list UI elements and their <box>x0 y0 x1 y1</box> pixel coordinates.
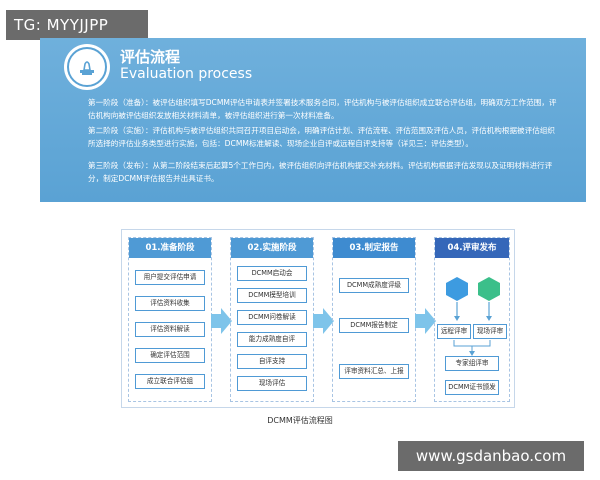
flow-arrow-icon <box>415 308 436 334</box>
hexagon-green-icon <box>478 277 500 301</box>
flow-arrow-icon <box>313 308 334 334</box>
stage-header: 03.制定报告 <box>333 238 415 258</box>
step-box: 自评支持 <box>237 354 307 369</box>
step-box: DCMM成熟度评级 <box>339 278 409 293</box>
step-box: DCMM问卷解读 <box>237 310 307 325</box>
converge-arrow-icon <box>453 340 491 356</box>
diagram-caption: DCMM评估流程图 <box>267 416 333 425</box>
stage-header: 01.准备阶段 <box>129 238 211 258</box>
banner-paragraph-2: 第二阶段（实施）：评估机构与被评估组织共同召开项目启动会，明确评估计划、评估流程… <box>88 126 556 148</box>
step-box: 用户提交评估申请 <box>135 270 205 285</box>
banner-paragraph-1: 第一阶段（准备）：被评估组织填写DCMM评估申请表并签署技术服务合同，评估机构与… <box>88 98 557 120</box>
step-box: 评估资料解读 <box>135 322 205 337</box>
process-diagram: 01.准备阶段 用户提交评估申请 评估资料收集 评估资料解读 确定评估范围 成立… <box>121 229 515 408</box>
step-box-remote-review: 远程评审 <box>437 324 471 339</box>
banner-title: 评估流程 <box>120 48 181 66</box>
stage-column-report: 03.制定报告 DCMM成熟度评级 DCMM报告制定 评审资料汇总、上报 <box>332 237 416 402</box>
step-box: 评审资料汇总、上报 <box>339 364 409 379</box>
stage-header: 04.评审发布 <box>435 238 509 258</box>
stage-column-publish: 04.评审发布 远程评审 现场评审 专家组评审 DCMM证书颁发 <box>434 237 510 402</box>
step-box: 能力成熟度自评 <box>237 332 307 347</box>
stage-column-prepare: 01.准备阶段 用户提交评估申请 评估资料收集 评估资料解读 确定评估范围 成立… <box>128 237 212 402</box>
watermark-top: TG: MYYJJPP <box>6 10 148 40</box>
step-box: 现场评估 <box>237 376 307 391</box>
step-box: DCMM报告制定 <box>339 318 409 333</box>
step-box: DCMM证书颁发 <box>445 380 499 395</box>
evaluation-banner: 评估流程 Evaluation process 第一阶段（准备）：被评估组织填写… <box>40 38 586 202</box>
step-box: DCMM启动会 <box>237 266 307 281</box>
step-box: DCMM模型培训 <box>237 288 307 303</box>
step-box: 专家组评审 <box>445 356 499 371</box>
stage-column-implement: 02.实施阶段 DCMM启动会 DCMM模型培训 DCMM问卷解读 能力成熟度自… <box>230 237 314 402</box>
banner-subtitle: Evaluation process <box>120 66 253 82</box>
merge-arrows-icon <box>454 302 492 321</box>
step-box: 评估资料收集 <box>135 296 205 311</box>
stamp-logo-icon <box>64 44 110 90</box>
hexagon-blue-icon <box>446 277 468 301</box>
step-box: 成立联合评估组 <box>135 374 205 389</box>
flow-arrow-icon <box>211 308 232 334</box>
step-box: 确定评估范围 <box>135 348 205 363</box>
stage-header: 02.实施阶段 <box>231 238 313 258</box>
banner-paragraph-3: 第三阶段（发布）：从第二阶段结束后起算5个工作日内，被评估组织向评估机构提交补充… <box>88 161 553 183</box>
watermark-url: www.gsdanbao.com <box>398 441 584 471</box>
step-box-onsite-review: 现场评审 <box>473 324 507 339</box>
